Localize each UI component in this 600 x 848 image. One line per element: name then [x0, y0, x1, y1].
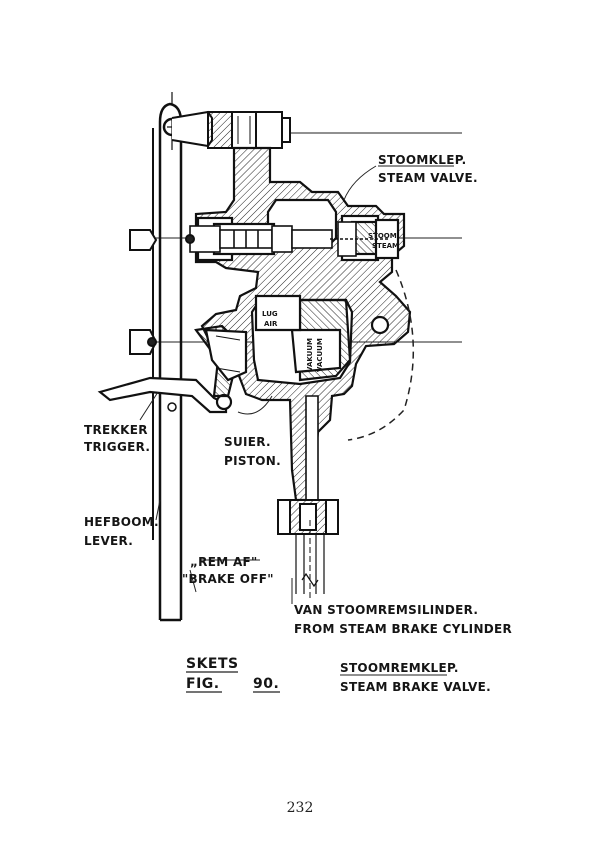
steam-label-nl: STOOM — [368, 232, 397, 240]
air-label-nl: LUG — [262, 310, 278, 318]
vacuum-label-nl: VAKUUM — [306, 338, 314, 372]
left-plungers — [129, 229, 195, 355]
lever — [152, 92, 183, 622]
vacuum-label-en: VACUUM — [316, 338, 324, 372]
trigger — [97, 324, 248, 414]
lever-label-nl: HEFBOOM. — [84, 515, 159, 529]
lever-label-en: LEVER. — [84, 534, 133, 548]
steam-label-en: STEAM — [372, 242, 399, 250]
lever-swing-arc — [347, 269, 414, 441]
leader-lines — [139, 165, 377, 604]
air-label-en: AIR — [264, 320, 278, 328]
brake-off-label-en: "BRAKE OFF" — [182, 572, 274, 586]
piston-label-nl: SUIER. — [224, 435, 271, 449]
internal-labels: LUG AIR VAKUUM VACUUM STOOM STEAM — [262, 232, 399, 372]
from-cylinder-label-en: FROM STEAM BRAKE CYLINDER — [294, 622, 512, 636]
caption-title-en: STEAM BRAKE VALVE. — [340, 680, 491, 694]
steam-valve-label-en: STEAM VALVE. — [378, 171, 478, 185]
caption-sketch: SKETS — [186, 656, 239, 672]
trigger-label-nl: TREKKER — [84, 423, 148, 437]
trigger-label-en: TRIGGER. — [84, 440, 150, 454]
piston-label-en: PISTON. — [224, 454, 281, 468]
caption-number: 90. — [253, 676, 279, 692]
figure-caption: SKETS FIG. 90. STOOMREMKLEP. STEAM BRAKE… — [186, 656, 491, 694]
caption-fig: FIG. — [186, 676, 220, 692]
pipe-connection — [277, 499, 339, 600]
callout-labels: STOOMKLEP. STEAM VALVE. TREKKER TRIGGER.… — [84, 153, 512, 636]
caption-title-nl: STOOMREMKLEP. — [340, 661, 459, 675]
steam-valve-stem — [189, 221, 390, 257]
brake-off-label-nl: „REM AF" — [190, 555, 258, 569]
lever-clevis — [171, 110, 291, 149]
page-number: 232 — [286, 800, 314, 816]
steam-valve-label-nl: STOOMKLEP. — [378, 153, 466, 167]
from-cylinder-label-nl: VAN STOOMREMSILINDER. — [294, 603, 478, 617]
